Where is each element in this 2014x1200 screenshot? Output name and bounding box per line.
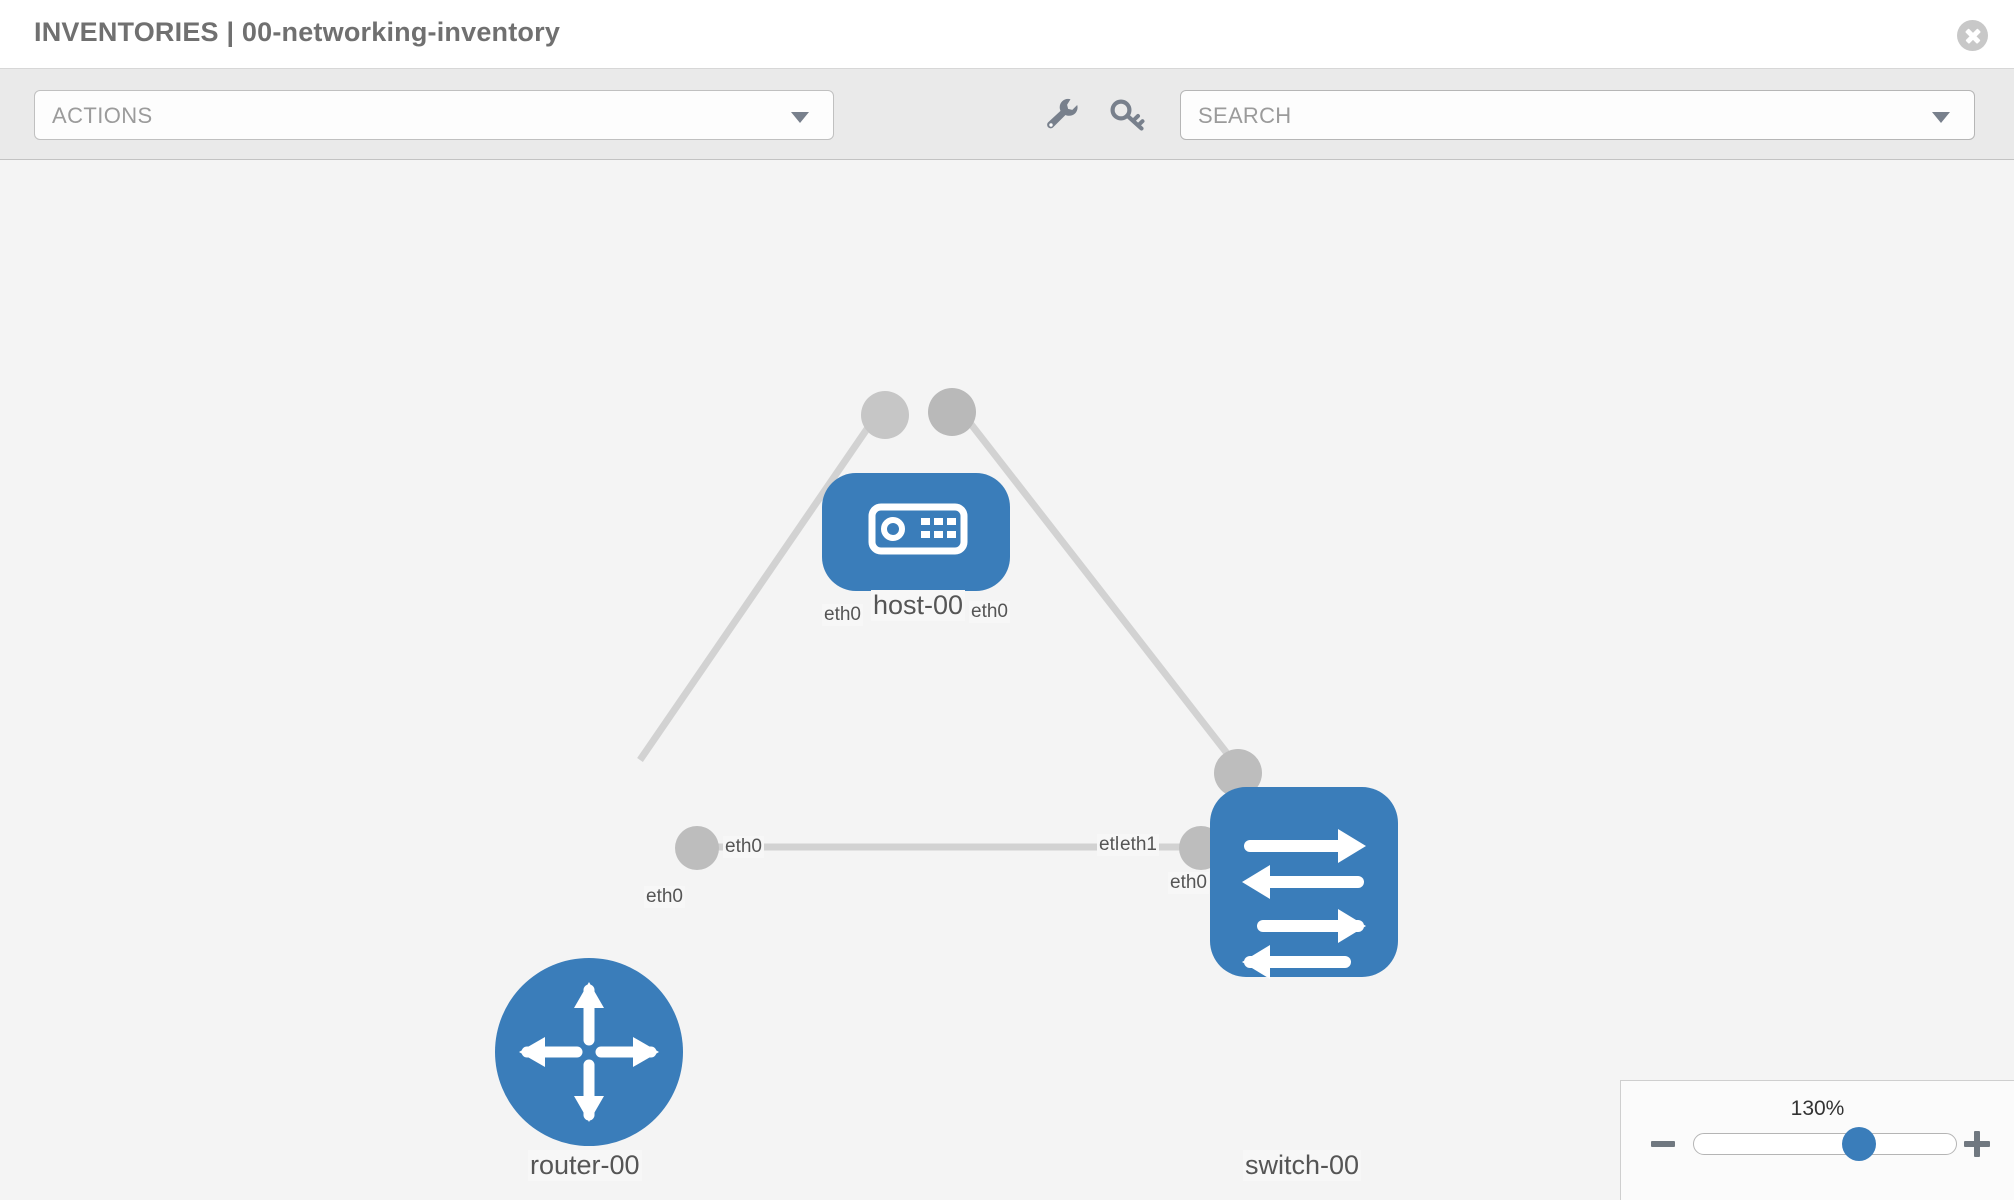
link-host-router	[637, 408, 883, 762]
search-input[interactable]: SEARCH	[1198, 103, 1292, 128]
port-nub	[861, 391, 909, 439]
iface-label: eth0	[723, 836, 764, 858]
iface-label: eth0	[644, 886, 685, 908]
topology-graph	[495, 388, 1398, 1146]
chevron-down-icon	[1932, 112, 1950, 123]
port-nub	[1214, 749, 1262, 797]
node-label-router-00: router-00	[528, 1150, 642, 1181]
node-label-switch-00: switch-00	[1243, 1150, 1362, 1181]
plus-icon[interactable]	[1962, 1129, 1992, 1159]
zoom-slider-thumb[interactable]	[1842, 1127, 1876, 1161]
link-host-switch	[957, 407, 1243, 773]
iface-label: eth0	[969, 601, 1010, 623]
port-nub	[675, 826, 719, 870]
zoom-slider[interactable]	[1693, 1127, 1957, 1161]
node-router-00	[495, 958, 683, 1146]
iface-label: eth0	[1168, 872, 1209, 894]
actions-dropdown[interactable]: ACTIONS	[34, 90, 834, 140]
close-icon[interactable]	[1957, 20, 1988, 51]
actions-dropdown-label: ACTIONS	[52, 103, 153, 128]
port-nub	[928, 388, 976, 436]
zoom-percentage: 130%	[1790, 1097, 1845, 1120]
node-label-host-00: host-00	[871, 590, 966, 621]
key-icon[interactable]	[1107, 95, 1149, 135]
node-switch-00	[1210, 787, 1398, 979]
page-title: INVENTORIES | 00-networking-inventory	[34, 17, 561, 47]
toolbar: ACTIONS SEARCH	[0, 69, 2014, 160]
iface-label: eth1	[1118, 834, 1159, 856]
page-header: INVENTORIES | 00-networking-inventory	[0, 0, 2014, 69]
minus-icon[interactable]	[1649, 1129, 1679, 1159]
wrench-icon[interactable]	[1040, 95, 1082, 135]
node-host-00	[822, 473, 1010, 591]
chevron-down-icon	[791, 112, 809, 123]
iface-label: eth0	[822, 604, 863, 626]
zoom-control-panel: 130%	[1620, 1080, 2014, 1200]
search-dropdown[interactable]: SEARCH	[1180, 90, 1975, 140]
topology-canvas[interactable]: eth0 eth0 eth0 eth0 eth0 eth0 eth1 host-…	[0, 160, 2014, 1200]
